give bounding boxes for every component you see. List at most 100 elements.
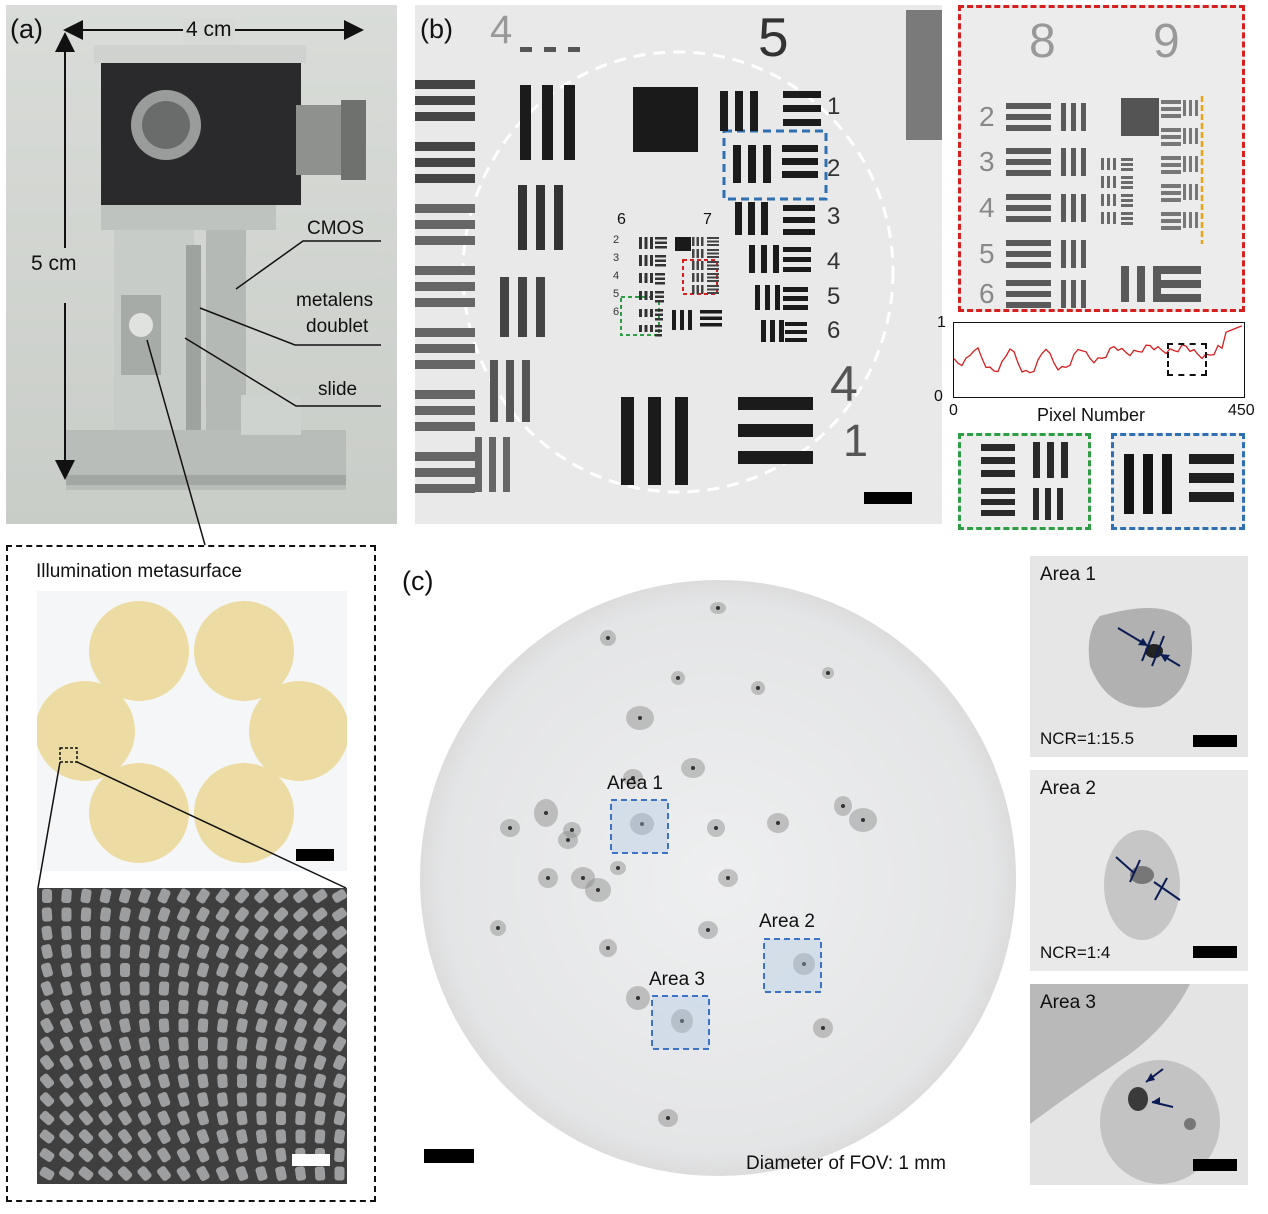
horizontal-bar bbox=[655, 237, 667, 240]
nanopillar bbox=[138, 1055, 151, 1070]
nanopillar bbox=[273, 907, 289, 922]
horizontal-bar bbox=[783, 247, 811, 252]
zoom-green-bars bbox=[981, 442, 1068, 520]
area-3-cell bbox=[1030, 984, 1220, 1184]
vertical-bar bbox=[688, 310, 692, 330]
nanopillar bbox=[255, 1018, 268, 1033]
vertical-bar bbox=[765, 285, 770, 310]
nanopillar bbox=[79, 1092, 93, 1107]
vertical-bar bbox=[735, 91, 743, 131]
nanopillar bbox=[177, 981, 190, 996]
nanopillar bbox=[119, 999, 131, 1015]
nanopillar bbox=[138, 1036, 151, 1052]
nanopillar bbox=[157, 1073, 171, 1089]
element-number-right: 2 bbox=[827, 155, 841, 182]
nanopillar bbox=[59, 1092, 74, 1107]
element-number-center: 2 bbox=[613, 234, 620, 246]
sem-nanopillars bbox=[39, 888, 347, 1181]
nanopillar bbox=[294, 1073, 307, 1089]
horizontal-bar bbox=[707, 276, 719, 279]
nanopillar bbox=[80, 981, 92, 996]
horizontal-bar bbox=[1189, 473, 1234, 483]
horizontal-bar bbox=[1006, 302, 1051, 308]
area-3-inset bbox=[1030, 984, 1248, 1185]
horizontal-bar bbox=[783, 257, 811, 262]
nanopillar bbox=[60, 981, 73, 996]
vertical-bar bbox=[1195, 128, 1198, 144]
vertical-bar bbox=[1071, 280, 1076, 308]
group-number-1: 1 bbox=[843, 415, 869, 466]
nanopillar bbox=[119, 1018, 131, 1033]
nanopillar bbox=[215, 925, 230, 941]
nanopillar bbox=[332, 999, 347, 1015]
horizontal-bar bbox=[707, 292, 719, 294]
nanopillar bbox=[215, 907, 230, 922]
vertical-bar bbox=[1047, 442, 1054, 478]
vertical-bar bbox=[1057, 488, 1063, 520]
vertical-bar bbox=[568, 47, 580, 52]
cell-nucleus bbox=[802, 962, 806, 966]
nanopillar bbox=[275, 1129, 287, 1144]
vertical-bar bbox=[650, 273, 653, 283]
horizontal-bar bbox=[415, 360, 475, 369]
nanopillar bbox=[313, 1018, 327, 1033]
nanopillar bbox=[59, 1073, 74, 1089]
nanopillar bbox=[117, 1147, 133, 1163]
horizontal-bar bbox=[1161, 198, 1181, 202]
vertical-bar bbox=[1183, 128, 1186, 144]
horizontal-bar bbox=[1006, 240, 1051, 246]
vertical-bar bbox=[1071, 148, 1076, 176]
square bbox=[675, 237, 691, 251]
vertical-bar bbox=[761, 320, 766, 342]
area-1-cell bbox=[1088, 608, 1192, 708]
horizontal-bar bbox=[782, 145, 818, 152]
horizontal-bar bbox=[1006, 125, 1051, 131]
nanopillar bbox=[313, 1055, 327, 1070]
panel-a-label: (a) bbox=[10, 14, 43, 44]
horizontal-bar bbox=[655, 291, 664, 294]
nanopillar bbox=[99, 981, 112, 996]
device-illustration bbox=[66, 45, 366, 490]
vertical-bar bbox=[770, 320, 775, 342]
nanopillar bbox=[255, 999, 268, 1015]
group-number-4: 4 bbox=[830, 356, 858, 412]
cell-nucleus bbox=[691, 766, 695, 770]
cell-nucleus bbox=[726, 876, 730, 880]
callout-cmos: CMOS bbox=[307, 218, 364, 239]
vertical-bar bbox=[696, 237, 699, 246]
vertical-bar bbox=[1143, 454, 1153, 514]
nanopillar bbox=[312, 962, 328, 978]
nanopillar bbox=[236, 1092, 248, 1107]
nanopillar bbox=[177, 925, 190, 941]
horizontal-bar bbox=[655, 313, 663, 316]
horizontal-bar bbox=[415, 298, 475, 307]
horizontal-bar bbox=[707, 249, 719, 251]
horizontal-bar bbox=[1006, 280, 1051, 286]
nanopillar bbox=[59, 1166, 74, 1181]
nanopillar bbox=[294, 1018, 307, 1033]
horizontal-bar bbox=[981, 510, 1015, 516]
horizontal-bar bbox=[415, 452, 475, 461]
nanopillar bbox=[314, 1092, 326, 1107]
vertical-bar bbox=[1189, 156, 1192, 172]
horizontal-bar bbox=[1121, 204, 1133, 207]
fov-area-2-label: Area 2 bbox=[759, 911, 815, 932]
vertical-bar bbox=[1137, 266, 1145, 302]
nanopillar bbox=[332, 944, 347, 959]
nanopillar bbox=[274, 981, 288, 996]
nanopillar bbox=[312, 944, 328, 959]
horizontal-bar bbox=[707, 240, 719, 243]
nanopillar bbox=[79, 1018, 93, 1033]
horizontal-bar bbox=[1161, 128, 1181, 132]
vertical-bar bbox=[1107, 194, 1110, 206]
nanopillar bbox=[60, 944, 73, 959]
vertical-bar bbox=[1061, 240, 1066, 268]
profile-ymin: 0 bbox=[934, 388, 943, 405]
nanopillar bbox=[157, 888, 171, 904]
vertical-bar bbox=[720, 91, 728, 131]
cell-nucleus bbox=[714, 826, 718, 830]
vertical-bar bbox=[755, 285, 760, 310]
element-number-right: 4 bbox=[827, 248, 841, 275]
vertical-bar bbox=[1081, 148, 1086, 176]
nanopillar bbox=[39, 1129, 55, 1144]
